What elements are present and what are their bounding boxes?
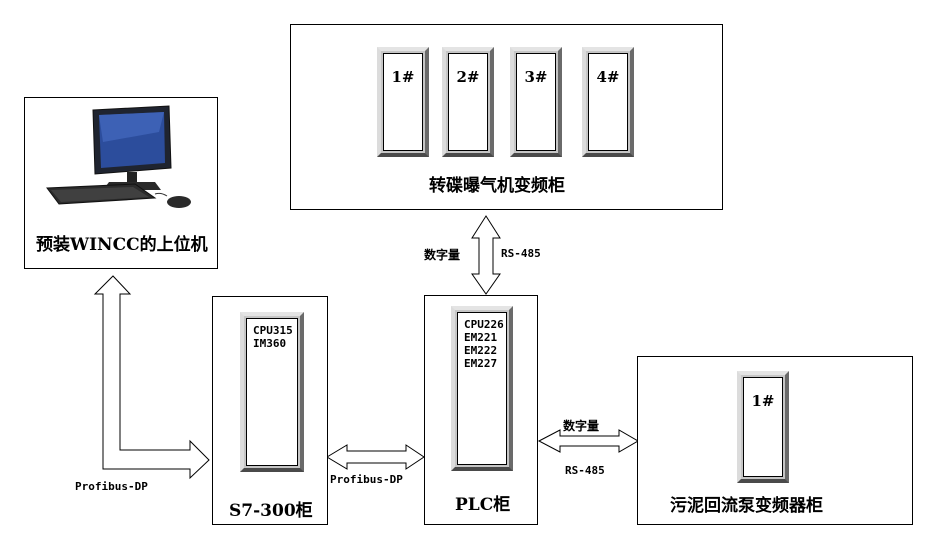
host-pc-label: 预装WINCC的上位机 [36,235,208,255]
arrow-top-to-plc [471,215,501,295]
sludge-cabinet-box: 1# 污泥回流泵变频器柜 [637,356,913,525]
computer-icon [46,105,191,208]
right-link-digital-label: 数字量 [563,419,600,433]
s7-cabinet-box: CPU315 IM360 S7-300柜 [212,296,328,525]
top-link-rs485-label: RS-485 [501,247,541,260]
top-unit-3: 3# [510,47,562,157]
top-unit-1-label: 1# [391,68,415,86]
s7-module-list: CPU315 IM360 [253,324,293,350]
plc-cabinet-label: PLC柜 [455,495,511,515]
plc-module-em227: EM227 [464,357,498,370]
s7-module-cpu: CPU315 [253,324,293,337]
plc-cabinet-unit: CPU226 EM221 EM222 EM227 [451,306,513,471]
sludge-unit-1-label: 1# [751,392,775,410]
top-unit-2: 2# [442,47,494,157]
left-link-profibus-label: Profibus-DP [75,480,148,493]
plc-module-em222: EM222 [464,344,498,357]
top-unit-3-label: 3# [524,68,548,86]
arrow-s7-to-plc [326,444,425,470]
top-cabinet-box: 1# 2# 3# 4# 转碟曝气机变频柜 [290,24,723,210]
right-link-rs485-label: RS-485 [565,464,605,477]
plc-module-em221: EM221 [464,331,498,344]
s7-cabinet-unit: CPU315 IM360 [240,312,304,472]
top-unit-2-label: 2# [456,68,480,86]
top-cabinet-label: 转碟曝气机变频柜 [429,176,565,196]
top-unit-1: 1# [377,47,429,157]
host-pc-box: 预装WINCC的上位机 [24,97,218,269]
top-link-digital-label: 数字量 [424,248,461,262]
s7-module-im: IM360 [253,337,287,350]
top-unit-4: 4# [582,47,634,157]
plc-module-list: CPU226 EM221 EM222 EM227 [464,318,504,370]
sludge-unit-1: 1# [737,371,789,483]
plc-module-cpu: CPU226 [464,318,504,331]
top-unit-4-label: 4# [596,68,620,86]
s7-cabinet-label: S7-300柜 [229,501,313,521]
arrow-pc-to-s7 [93,275,210,480]
sludge-cabinet-label: 污泥回流泵变频器柜 [670,496,823,516]
plc-cabinet-box: CPU226 EM221 EM222 EM227 PLC柜 [424,295,538,525]
mid-link-profibus-label: Profibus-DP [330,473,403,486]
